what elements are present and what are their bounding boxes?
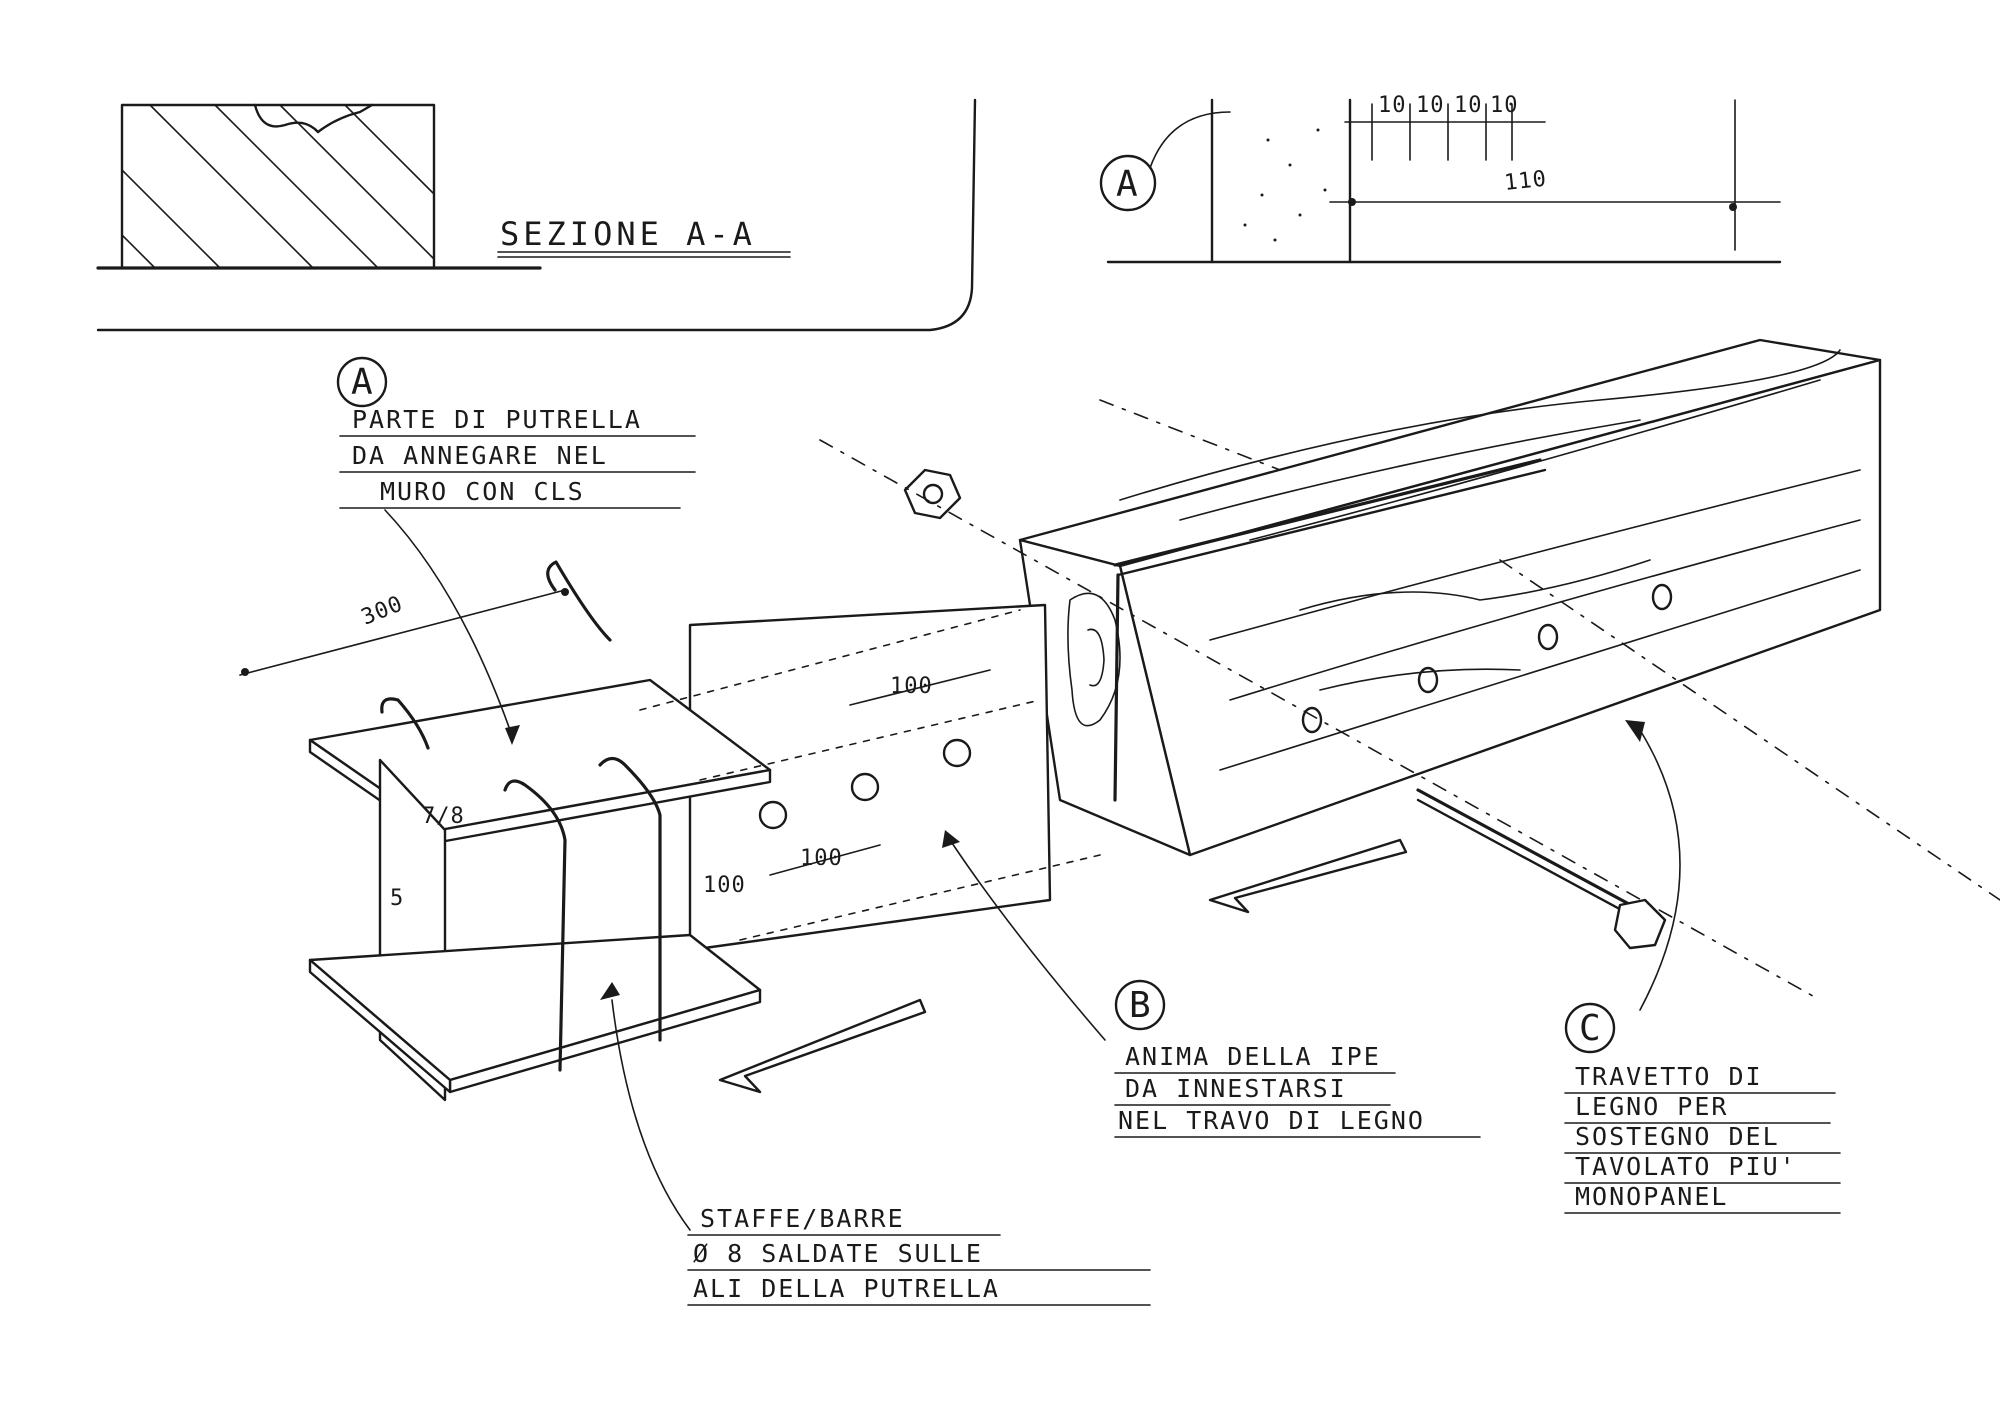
timber-bolt-holes <box>1301 583 1673 734</box>
dim-hole-spacing-top: 100 <box>890 674 933 699</box>
dim-beam-length: 300 <box>358 591 407 630</box>
callout-a-leader <box>384 509 511 731</box>
dim-hole-edge: 100 <box>703 873 746 898</box>
web-bolt-holes <box>758 738 972 830</box>
callout-c-marker <box>1564 1002 1616 1054</box>
plan-marker-circle <box>1099 154 1157 212</box>
plan-view: A 10 10 10 10 110 <box>1099 93 1782 264</box>
plan-stipple <box>1243 128 1327 242</box>
steel-i-beam <box>308 560 1052 1102</box>
stirrup-note-line-3: ALI DELLA PUTRELLA <box>693 1274 1000 1303</box>
callout-a: A PARTE DI PUTRELLA DA ANNEGARE NEL MURO… <box>336 356 696 745</box>
dim-hole-top-line <box>849 669 991 706</box>
plan-dim-1: 10 <box>1378 93 1407 118</box>
callout-c-line-4: TAVOLATO PIU' <box>1575 1152 1797 1181</box>
arrow-left-2 <box>1208 838 1408 914</box>
timber-hole-2 <box>1417 666 1439 694</box>
timber-slot <box>1113 458 1542 567</box>
section-title: SEZIONE A-A <box>500 215 756 253</box>
timber-hole-1 <box>1301 706 1323 734</box>
plan-leader <box>1149 111 1231 169</box>
callout-a-line-2: DA ANNEGARE NEL <box>352 441 608 470</box>
dim-300-line <box>239 589 566 676</box>
hex-nut-rod <box>1613 898 1667 950</box>
callout-c-line-5: MONOPANEL <box>1575 1182 1728 1211</box>
web-hole-3 <box>942 738 972 768</box>
stirrup-note: STAFFE/BARRE Ø 8 SALDATE SULLE ALI DELLA… <box>600 982 1151 1306</box>
timber-beam <box>1018 338 1882 857</box>
callout-c-line-2: LEGNO PER <box>1575 1092 1728 1121</box>
plan-dim-2: 10 <box>1416 93 1445 118</box>
callout-a-line-1: PARTE DI PUTRELLA <box>352 405 642 434</box>
plan-span-dimension: 110 <box>1503 167 1548 196</box>
callout-b-line-1: ANIMA DELLA IPE <box>1125 1042 1381 1071</box>
plan-dim-4: 10 <box>1490 93 1519 118</box>
callout-c-line-3: SOSTEGNO DEL <box>1575 1122 1780 1151</box>
dim-flange-thickness: 7/8 <box>422 804 465 829</box>
callout-b-marker-label: B <box>1129 985 1151 1026</box>
dim-hole-spacing-bottom: 100 <box>800 846 843 871</box>
dim-hole-bottom-line <box>769 844 881 876</box>
welded-stirrups <box>380 560 662 1072</box>
plan-dimension-ticks <box>1371 103 1513 161</box>
timber-hole-4 <box>1651 583 1673 611</box>
section-wall <box>120 103 436 270</box>
steel-web-in-slot <box>1113 573 1120 802</box>
hardware <box>903 468 1667 950</box>
callout-c-marker-label: C <box>1579 1008 1601 1049</box>
callout-b-leader <box>949 839 1106 1041</box>
callout-a-marker-label: A <box>351 362 373 403</box>
stirrup-note-line-2: Ø 8 SALDATE SULLE <box>693 1239 983 1268</box>
callout-a-line-3: MURO CON CLS <box>380 477 585 506</box>
center-lines <box>639 399 2000 1001</box>
dimensions: 300 7/8 5 100 100 100 <box>239 588 991 911</box>
section-view: SEZIONE A-A <box>96 98 977 332</box>
callout-b-marker <box>1114 979 1166 1031</box>
insertion-arrows <box>718 838 1408 1094</box>
hex-nut-top <box>903 468 962 520</box>
callout-b-line-2: DA INNESTARSI <box>1125 1074 1347 1103</box>
stirrup-note-leader <box>611 999 691 1231</box>
section-hatch <box>121 104 435 269</box>
callout-b: B ANIMA DELLA IPE DA INNESTARSI NEL TRAV… <box>942 830 1481 1138</box>
plan-marker-label: A <box>1116 164 1138 205</box>
timber-hole-3 <box>1537 623 1559 651</box>
callout-a-marker <box>336 356 388 408</box>
callout-c-leader <box>1639 729 1681 1011</box>
callout-c-line-1: TRAVETTO DI <box>1575 1062 1763 1091</box>
section-concrete-edge <box>253 103 374 134</box>
arrow-left-1 <box>718 998 927 1094</box>
web-hole-1 <box>758 800 788 830</box>
threaded-rod <box>1416 788 1642 912</box>
dim-web-thickness: 5 <box>390 886 404 911</box>
section-frame <box>96 98 977 332</box>
callout-c: C TRAVETTO DI LEGNO PER SOSTEGNO DEL TAV… <box>1564 720 1841 1214</box>
plan-dim-3: 10 <box>1454 93 1483 118</box>
callout-b-line-3: NEL TRAVO DI LEGNO <box>1118 1106 1425 1135</box>
web-hole-2 <box>850 772 880 802</box>
stirrup-note-line-1: STAFFE/BARRE <box>700 1204 905 1233</box>
timber-end-grain <box>1067 592 1121 727</box>
